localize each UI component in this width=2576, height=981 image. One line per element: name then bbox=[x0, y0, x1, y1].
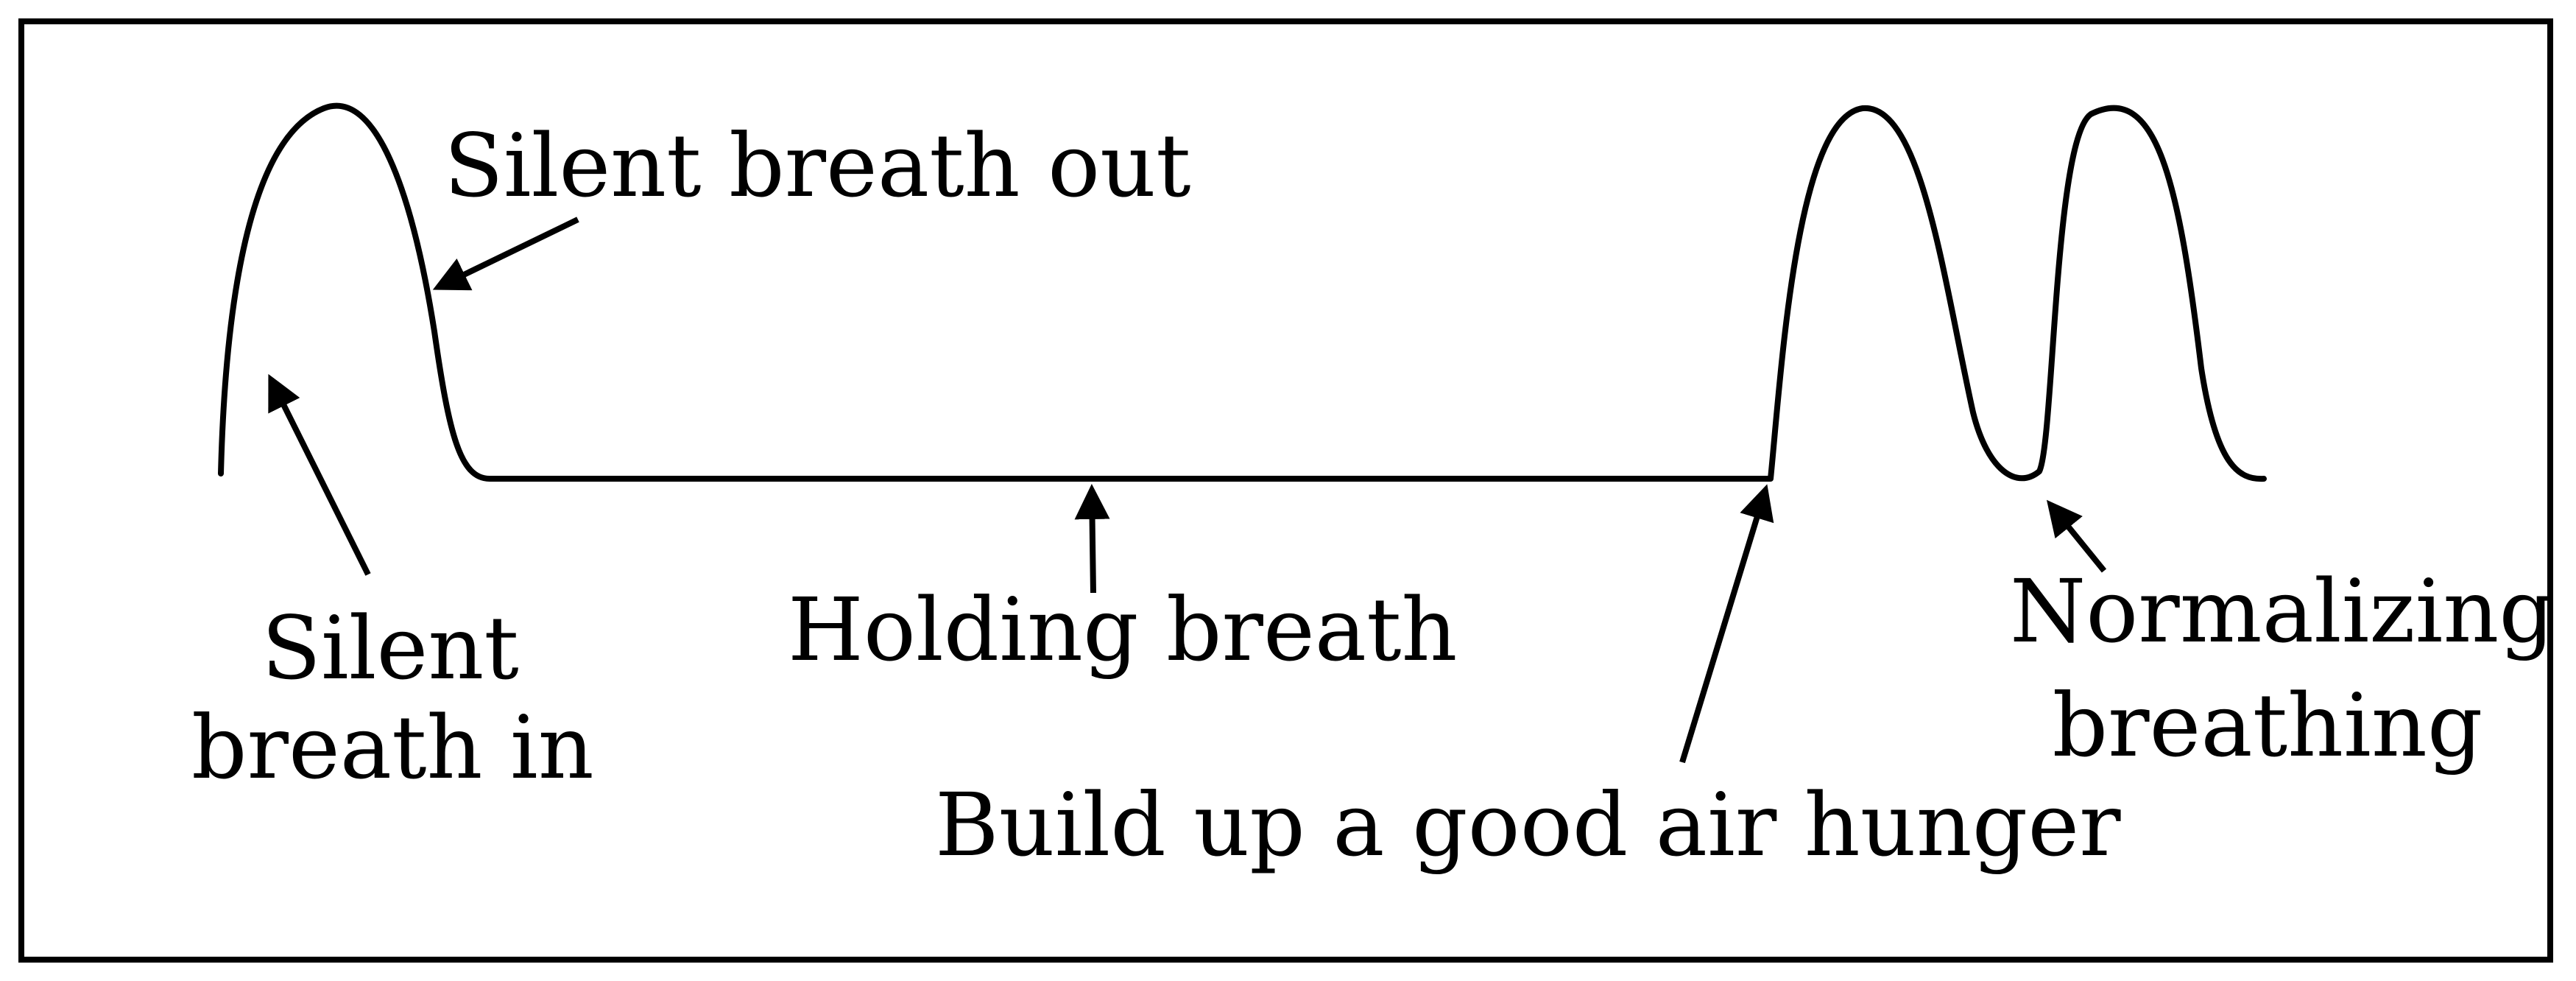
breathing-curve bbox=[218, 102, 2267, 482]
arrow-normalizing-breathing bbox=[2046, 499, 2107, 573]
arrow-silent-breath-out bbox=[432, 217, 579, 291]
label-silent-breath-out: Silent breath out bbox=[444, 115, 1191, 217]
diagram-frame bbox=[18, 18, 2553, 963]
label-normalizing-breathing-line1: Normalizing bbox=[2010, 560, 2555, 662]
arrow-silent-breath-in bbox=[268, 373, 371, 576]
label-silent-breath-in-line1: Silent bbox=[261, 597, 519, 699]
label-build-up-air-hunger: Build up a good air hunger bbox=[935, 774, 2121, 876]
arrow-holding-breath bbox=[1074, 484, 1110, 594]
label-holding-breath: Holding breath bbox=[788, 579, 1458, 681]
label-silent-breath-in-line2: breath in bbox=[191, 697, 594, 798]
label-normalizing-breathing-line2: breathing bbox=[2052, 675, 2483, 776]
arrow-build-up-air-hunger bbox=[1679, 484, 1774, 764]
